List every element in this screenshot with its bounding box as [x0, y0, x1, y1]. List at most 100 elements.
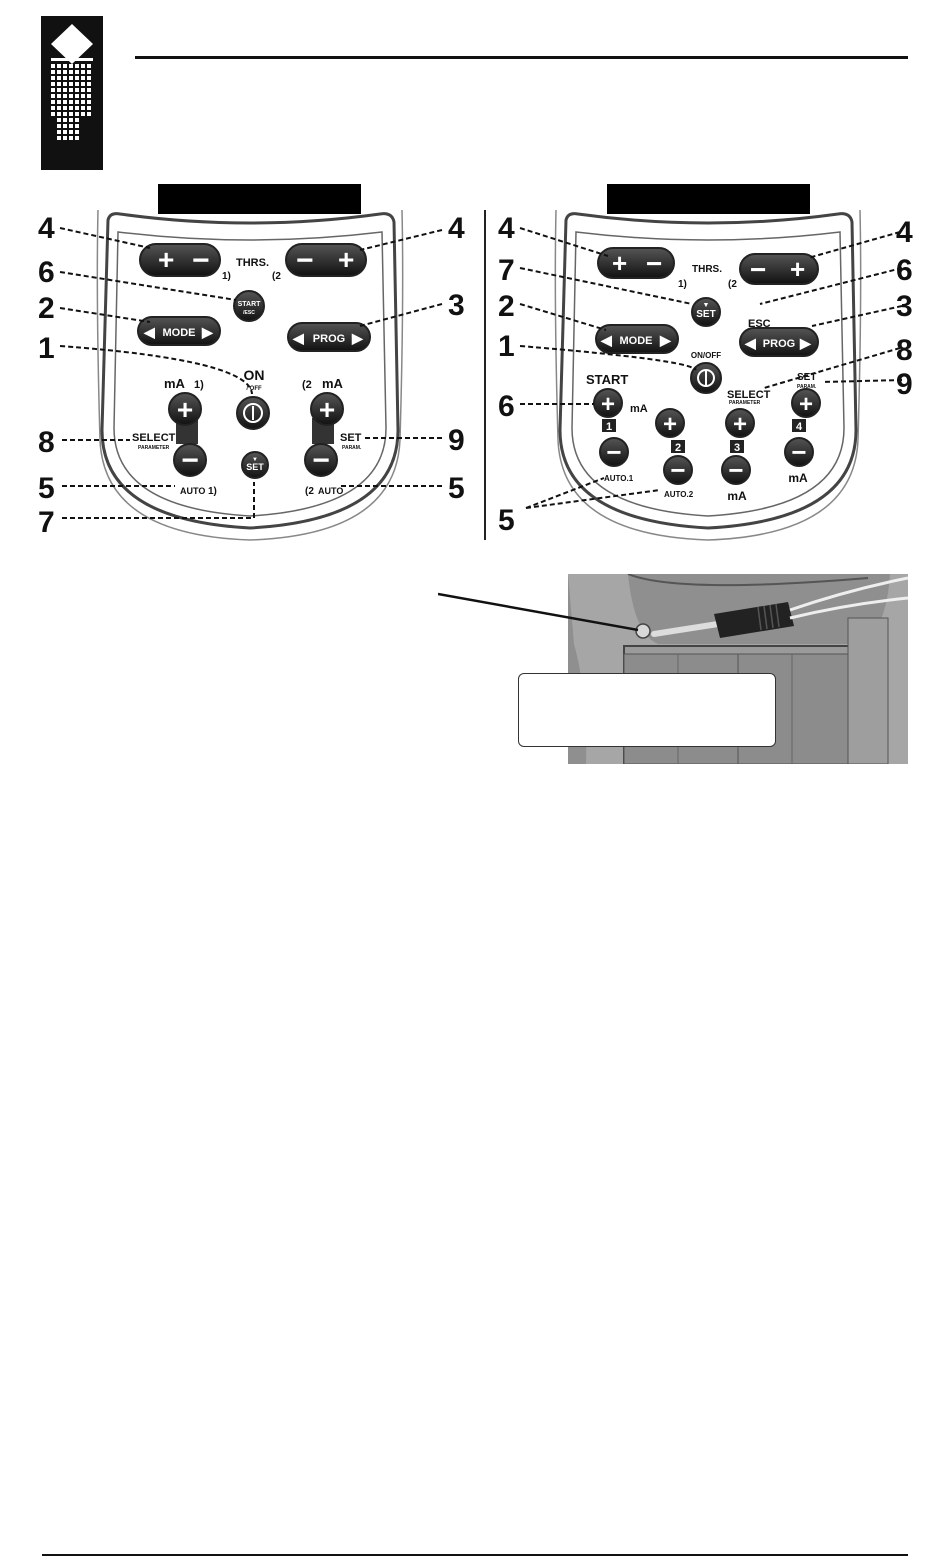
svg-text:+: + [799, 391, 813, 418]
thrs2-minus: − [296, 244, 314, 277]
mode-button[interactable]: ◀ MODE ▶ [137, 316, 221, 346]
svg-text:4: 4 [796, 421, 803, 433]
svg-text:7: 7 [498, 254, 515, 287]
r-mode-button[interactable]: ◀ MODE ▶ [595, 324, 679, 354]
svg-text:▶: ▶ [201, 324, 214, 340]
thrs1-plus: + [158, 244, 174, 275]
svg-text:▶: ▶ [351, 330, 364, 346]
svg-text:1): 1) [678, 279, 687, 290]
r-ch4-plus[interactable]: + [791, 388, 821, 418]
svg-text:PROG: PROG [763, 338, 795, 350]
r-power-button[interactable] [690, 362, 722, 394]
svg-text:+: + [601, 391, 615, 418]
svg-text:4: 4 [38, 212, 55, 245]
r-ch3-minus[interactable]: − [721, 455, 751, 485]
pointer-line [438, 592, 639, 632]
svg-text:6: 6 [498, 390, 515, 423]
svg-text:PROG: PROG [313, 333, 345, 345]
svg-text:AUTO.1: AUTO.1 [604, 474, 634, 483]
svg-text:2: 2 [38, 292, 55, 325]
svg-text:+: + [612, 248, 627, 278]
set-button-left[interactable]: ▼ SET [241, 451, 269, 479]
svg-text:SET: SET [246, 462, 264, 472]
svg-text:PARAMETER: PARAMETER [138, 445, 170, 451]
svg-text:−: − [606, 437, 621, 467]
svg-text:−: − [750, 254, 766, 285]
svg-text:SELECT: SELECT [727, 389, 771, 401]
svg-text:+: + [177, 394, 193, 425]
svg-text:−: − [791, 437, 806, 467]
svg-text:+: + [319, 394, 335, 425]
r-set-button[interactable]: ▼ SET [691, 297, 721, 327]
r-ch2-minus[interactable]: − [663, 455, 693, 485]
off-label: / OFF [246, 386, 262, 392]
r-ch1-minus[interactable]: − [599, 437, 629, 467]
r-thrs1-pill[interactable]: + − [597, 247, 675, 279]
svg-text:−: − [670, 455, 685, 485]
svg-text:SET: SET [696, 309, 715, 320]
prog-button[interactable]: ◀ PROG ▶ [287, 322, 371, 352]
svg-text:◀: ◀ [292, 330, 304, 346]
svg-text:AUTO: AUTO [318, 486, 343, 496]
header-rule [135, 56, 908, 59]
svg-text:4: 4 [448, 212, 465, 245]
right-ma-minus[interactable]: − [304, 443, 338, 477]
start-esc-button[interactable]: START /ESC [233, 290, 265, 322]
left-ma-minus[interactable]: − [173, 443, 207, 477]
r-ch3-plus[interactable]: + [725, 408, 755, 438]
right-panel-title-bar [607, 184, 810, 214]
svg-text:8: 8 [38, 426, 55, 459]
thrs1-minus: − [192, 244, 210, 277]
thrs-ch2: (2 [272, 271, 281, 282]
thrs1-pill[interactable]: + − [139, 243, 221, 277]
r-ch1-plus[interactable]: + [593, 388, 623, 418]
svg-text:1): 1) [208, 486, 217, 497]
svg-text:4: 4 [896, 216, 913, 249]
svg-text:6: 6 [896, 254, 913, 287]
svg-text:PARAM.: PARAM. [342, 445, 362, 451]
svg-text:8: 8 [896, 334, 913, 367]
right-ma-plus[interactable]: + [310, 392, 344, 426]
svg-text:AUTO.2: AUTO.2 [664, 490, 694, 499]
svg-text:mA: mA [322, 376, 344, 391]
svg-text:4: 4 [498, 212, 515, 245]
svg-text:▶: ▶ [659, 332, 672, 348]
svg-text:SET: SET [797, 372, 816, 383]
svg-text:/ESC: /ESC [243, 310, 255, 316]
company-logo [41, 16, 103, 170]
thrs2-pill[interactable]: − + [285, 243, 367, 277]
svg-text:+: + [790, 254, 805, 284]
r-ch4-minus[interactable]: − [784, 437, 814, 467]
svg-text:1): 1) [194, 379, 204, 391]
svg-text:−: − [312, 444, 330, 477]
left-panel-title-bar [158, 184, 361, 214]
panel-divider [484, 210, 486, 540]
svg-text:mA: mA [164, 376, 186, 391]
svg-text:ON/OFF: ON/OFF [691, 351, 721, 360]
svg-text:START: START [586, 372, 628, 387]
left-keypad: + − − + THRS. 1) (2 START /ESC ◀ MODE ▶ … [38, 209, 465, 541]
on-label: ON [244, 367, 265, 383]
led-indicator [635, 623, 651, 639]
thrs-ch1: 1) [222, 271, 231, 282]
svg-text:+: + [733, 411, 747, 438]
svg-text:+: + [663, 411, 677, 438]
left-ma-plus[interactable]: + [168, 392, 202, 426]
svg-text:THRS.: THRS. [692, 264, 722, 275]
svg-text:◀: ◀ [744, 335, 756, 351]
svg-text:−: − [728, 455, 743, 485]
svg-text:▼: ▼ [252, 457, 258, 463]
power-button[interactable] [236, 396, 270, 430]
callout-box [518, 673, 776, 747]
r-thrs2-pill[interactable]: − + [739, 253, 819, 285]
r-ch2-plus[interactable]: + [655, 408, 685, 438]
svg-text:AUTO: AUTO [180, 486, 205, 496]
svg-text:◀: ◀ [600, 332, 612, 348]
svg-text:2: 2 [675, 442, 681, 454]
svg-text:SET: SET [340, 432, 362, 444]
r-prog-button[interactable]: ◀ PROG ▶ [739, 327, 819, 357]
svg-text:▶: ▶ [799, 335, 812, 351]
svg-text:START: START [238, 301, 262, 308]
svg-text:5: 5 [448, 472, 465, 505]
svg-text:1: 1 [38, 332, 55, 365]
